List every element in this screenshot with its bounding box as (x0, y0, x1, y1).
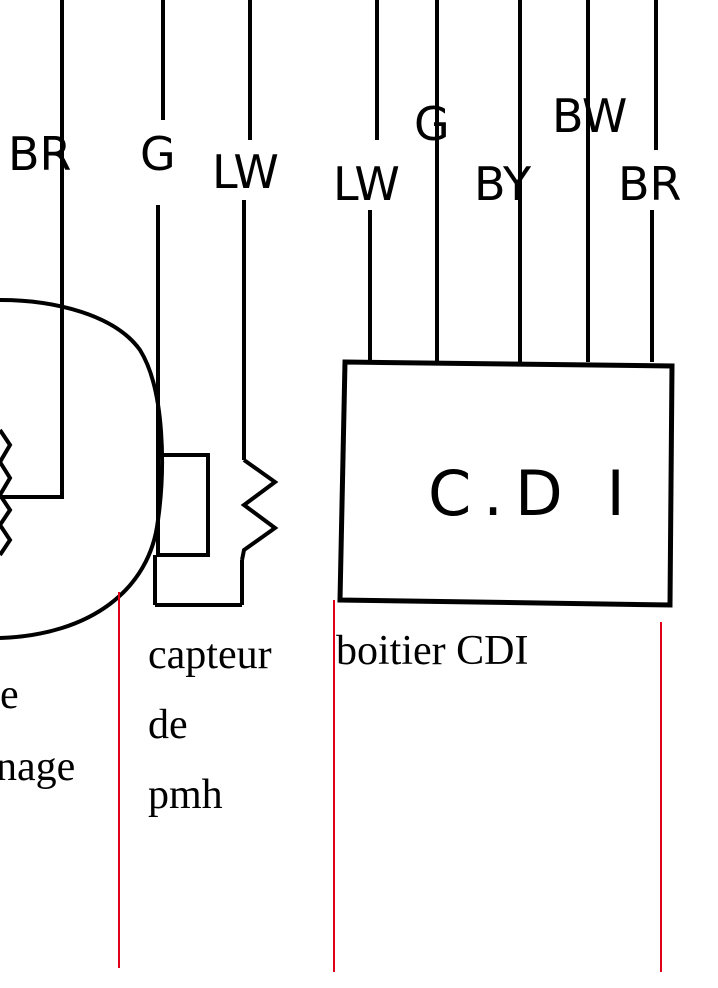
caption-left-partial-1: e (0, 672, 19, 718)
left-component-inner-lead (0, 0, 64, 499)
pmh-sensor (153, 0, 279, 607)
caption-cdi-box: boitier CDI (336, 628, 528, 674)
wire-label-sensor-g: G (140, 127, 176, 181)
wire-labels: BR G LW LW G BY BW BR (8, 89, 682, 211)
caption-sensor-line-3: pmh (148, 772, 223, 818)
wire-label-cdi-lw: LW (333, 157, 400, 211)
wire-label-cdi-bw: BW (552, 89, 627, 143)
cdi-unit (337, 0, 675, 608)
caption-left-partial-2: nage (0, 744, 75, 790)
sensor-magnet (156, 453, 210, 557)
captions: e nage capteur de pmh boitier CDI (0, 628, 528, 818)
cdi-box-label: C.D I (428, 457, 637, 530)
wire-label-cdi-by: BY (474, 157, 532, 211)
left-component-outline (0, 298, 165, 640)
caption-sensor-line-2: de (148, 702, 188, 748)
sensor-coil (240, 458, 279, 561)
dividers (118, 592, 662, 972)
caption-sensor-line-1: capteur (148, 632, 272, 678)
left-component (0, 0, 165, 640)
wire-label-cdi-br: BR (618, 157, 682, 211)
wire-label-left-br: BR (8, 127, 72, 181)
left-component-coil (0, 428, 13, 557)
wire-label-sensor-lw: LW (212, 145, 279, 199)
cdi-box (337, 359, 675, 608)
wire-label-cdi-g: G (414, 97, 450, 151)
